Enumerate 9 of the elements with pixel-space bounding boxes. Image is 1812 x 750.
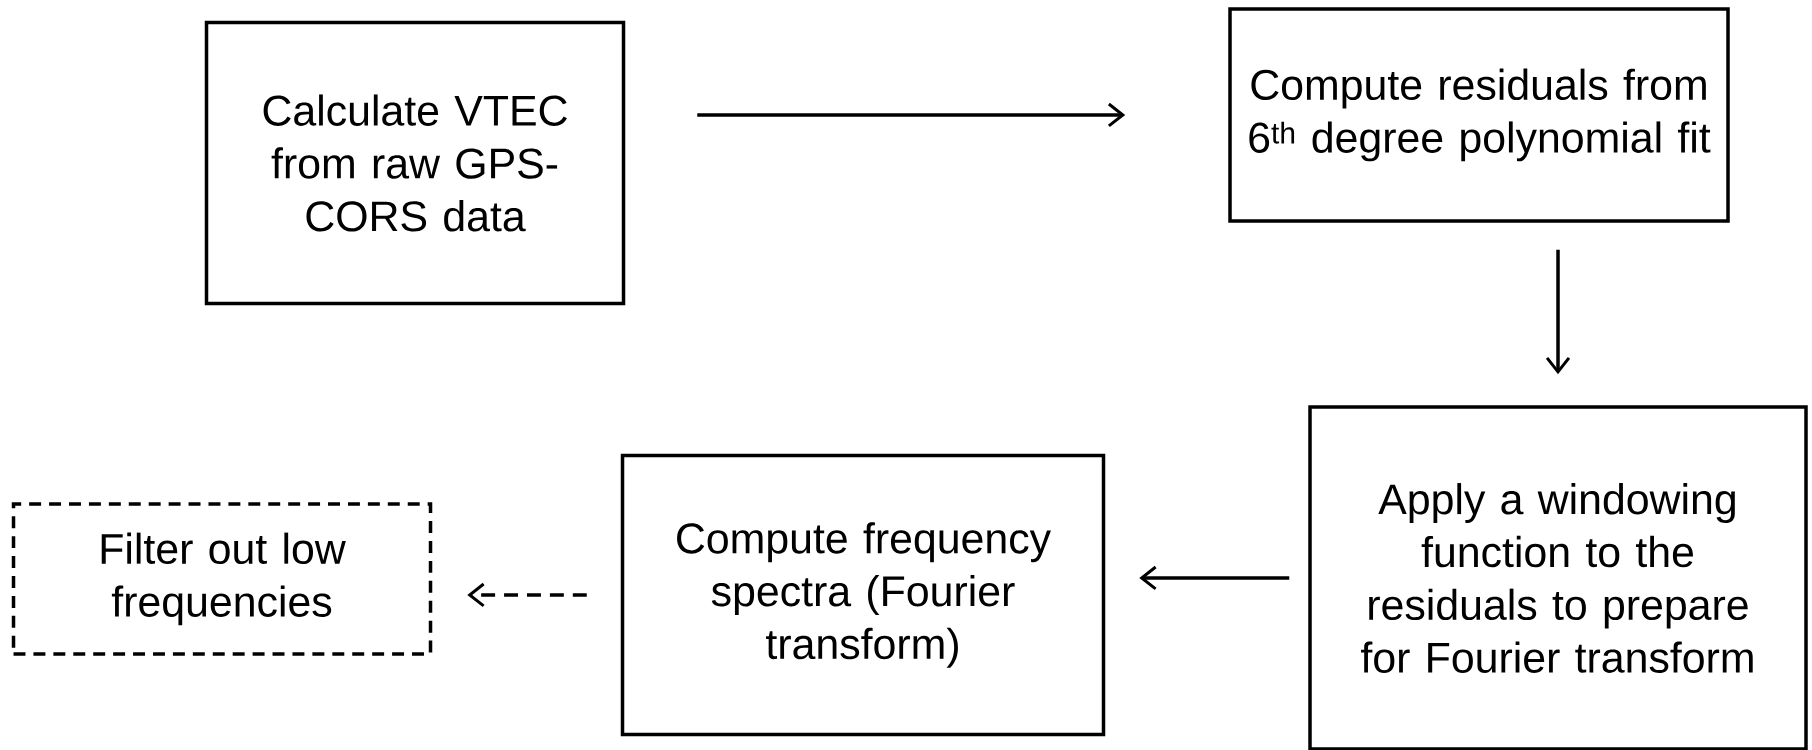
process-box: Apply a windowing function to the residuals to prepare for Fourier transform — [1308, 405, 1808, 750]
process-box: Compute residuals from 6$^{th}$ degree polynomial fit — [1228, 7, 1730, 223]
arrow — [467, 582, 587, 608]
arrow — [697, 102, 1126, 128]
arrow — [1545, 249, 1571, 375]
process-box: Filter out low frequencies — [11, 502, 433, 656]
process-box: Calculate VTEC from raw GPS-CORS data — [204, 20, 626, 306]
arrow — [1139, 565, 1290, 591]
process-box: Compute frequency spectra (Fourier transform) — [620, 453, 1106, 737]
